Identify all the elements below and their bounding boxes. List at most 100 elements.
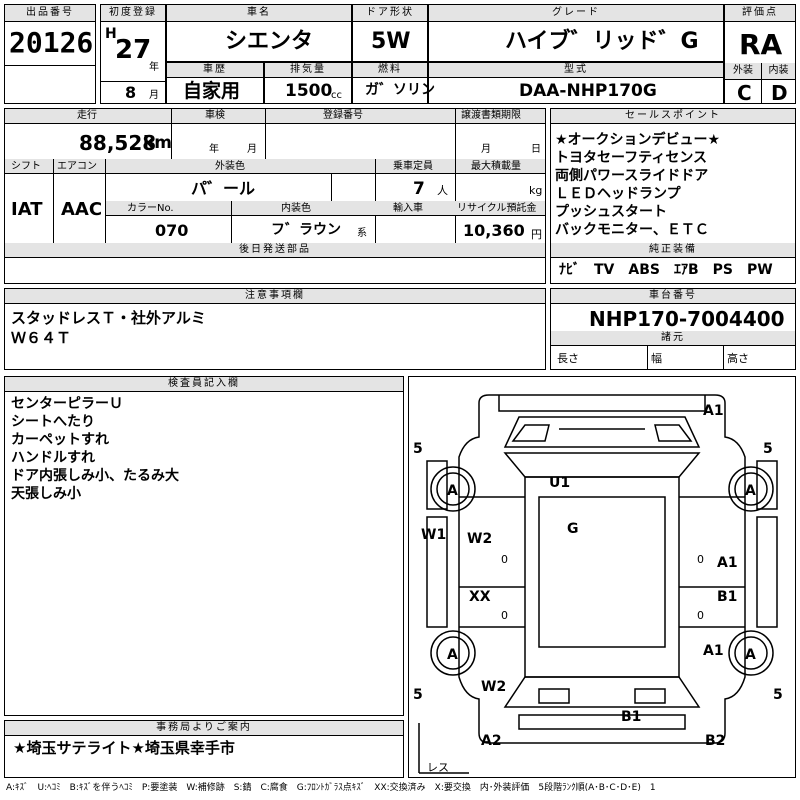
sales-point: トヨタセーフティセンス: [555, 150, 708, 166]
displacement-box: 排気量 1500 cc: [264, 62, 352, 104]
month-unit: 月: [149, 90, 159, 101]
max-load-label: 最大積載量: [471, 161, 521, 172]
damage-mark: A1: [703, 403, 724, 419]
capacity: 7: [413, 179, 425, 199]
damage-mark: B1: [621, 709, 641, 725]
fuel-label: 燃料: [353, 63, 427, 78]
door-type: 5W: [371, 29, 411, 54]
mileage-unit: km: [143, 133, 173, 153]
interior-color: フ゛ラウン: [271, 222, 341, 238]
lot-number: 20126: [9, 26, 94, 59]
score-box: 評価点 RA 外装 内装 C D: [724, 4, 796, 104]
inspection-year-unit: 年: [209, 144, 219, 155]
history: 自家用: [183, 80, 241, 102]
car-diagram-box: 5 5 5 5 A A A A A1 U1 G W1 W2 A1 XX B1 A…: [408, 376, 796, 778]
door-label: ドア形状: [353, 5, 427, 22]
mileage-label: 走行: [77, 110, 97, 121]
fuel: ガ゛ソリン: [365, 82, 435, 98]
first-registration-label: 初度登録: [101, 5, 165, 22]
sales-point: バックモニター、ＥＴＣ: [555, 222, 709, 238]
inspector-line: ハンドルすれ: [11, 450, 95, 466]
year-unit: 年: [149, 62, 159, 73]
inspector-line: 天張しみ小: [11, 486, 81, 502]
exterior-color-label: 外装色: [215, 161, 245, 172]
grade-box: グレード ハイブ゛リッド゛G: [428, 4, 724, 62]
displacement: 1500: [285, 81, 333, 101]
damage-mark: G: [567, 521, 579, 537]
inspector-line: カーペットすれ: [11, 432, 109, 448]
chassis-box: 車台番号 NHP170-7004400 諸元 長さ 幅 高さ: [550, 288, 796, 370]
small-zero: 0: [697, 609, 704, 622]
grade-label: グレード: [429, 5, 723, 22]
exterior-grade: C: [737, 81, 752, 105]
inspector-line: シートへたり: [11, 414, 95, 430]
inspection-label: 車検: [205, 110, 225, 121]
model-box: 型式 DAA-NHP170G: [428, 62, 724, 104]
shift: IAT: [11, 199, 43, 220]
length-label: 長さ: [557, 352, 579, 365]
lot-number-label: 出品番号: [5, 5, 95, 22]
damage-mark: A1: [717, 555, 738, 571]
wheel-grade: A: [447, 483, 458, 499]
aircon: AAC: [61, 199, 103, 220]
damage-mark: B2: [705, 733, 725, 749]
sales-points-title: セールスポイント: [551, 109, 795, 124]
footer-legend: A:ｷｽﾞ U:ﾍｺﾐ B:ｷｽﾞを伴うﾍｺﾐ P:要塗装 W:補修跡 S:錆 …: [6, 783, 656, 793]
inspector-title: 検査員記入欄: [5, 377, 403, 392]
wheel-rear-left: [430, 630, 476, 676]
office-box: 事務局よりご案内 ★埼玉サテライト★埼玉県幸手市: [4, 720, 404, 778]
displacement-label: 排気量: [265, 63, 351, 78]
grade: ハイブ゛リッド゛G: [505, 29, 699, 54]
mileage: 88,528: [79, 131, 157, 155]
inspector-box: 検査員記入欄 センターピラーＵ シートへたり カーペットすれ ハンドルすれ ドア…: [4, 376, 404, 716]
interior-grade: D: [771, 81, 788, 105]
dimensions-label: 諸元: [551, 331, 795, 346]
car-name-box: 車名 シエンタ: [166, 4, 352, 62]
sales-point: ＬＥＤヘッドランプ: [555, 186, 681, 202]
model-code: DAA-NHP170G: [519, 81, 657, 101]
displacement-unit: cc: [331, 90, 342, 101]
damage-mark: A2: [481, 733, 502, 749]
damage-mark: XX: [469, 589, 491, 605]
damage-mark: A1: [703, 643, 724, 659]
import-label: 輸入車: [393, 203, 423, 214]
damage-mark: W2: [467, 531, 492, 547]
car-name: シエンタ: [225, 29, 314, 54]
transfer-deadline-label: 譲渡書類期限: [461, 110, 521, 121]
note-line: Ｗ６４Ｔ: [11, 329, 72, 347]
inspector-line: ドア内張しみ小、たるみ大: [11, 468, 179, 484]
equipment-label: 純正装備: [551, 243, 795, 258]
model-label: 型式: [429, 63, 723, 78]
wheel-rear-right: [728, 630, 774, 676]
color-number: 070: [155, 221, 189, 240]
inspector-line: センターピラーＵ: [11, 396, 123, 412]
transfer-month-unit: 月: [481, 144, 491, 155]
interior-color-unit: 系: [357, 228, 367, 239]
equipment-list: ﾅﾋﾞ TV ABS ｴｱB PS PW: [559, 262, 773, 278]
exterior-label: 外装: [725, 63, 761, 80]
capacity-unit: 人: [437, 184, 448, 197]
small-zero: 0: [501, 609, 508, 622]
height-label: 高さ: [727, 352, 749, 365]
wheel-grade: A: [745, 483, 756, 499]
small-zero: 0: [501, 553, 508, 566]
wheel-front-left: [430, 466, 476, 512]
shift-label: シフト: [11, 161, 41, 172]
damage-mark: B1: [717, 589, 737, 605]
max-load-unit: kg: [529, 184, 543, 197]
chassis-number: NHP170-7004400: [589, 307, 785, 331]
note-line: スタッドレスＴ・社外アルミ: [11, 309, 206, 327]
recycle-label: リサイクル預託金: [457, 203, 537, 214]
sales-point: ★オークションデビュー★: [555, 132, 721, 148]
wheel-front-right: [728, 466, 774, 512]
car-name-label: 車名: [167, 5, 351, 22]
tread-rear-left: 5: [413, 687, 423, 703]
recycle-fee: 10,360: [463, 221, 525, 240]
score-label: 評価点: [725, 5, 795, 22]
interior-label: 内装: [762, 63, 795, 80]
damage-mark: W1: [421, 527, 446, 543]
width-label: 幅: [651, 352, 662, 365]
era: H: [105, 26, 117, 42]
body-outline: [458, 394, 746, 744]
